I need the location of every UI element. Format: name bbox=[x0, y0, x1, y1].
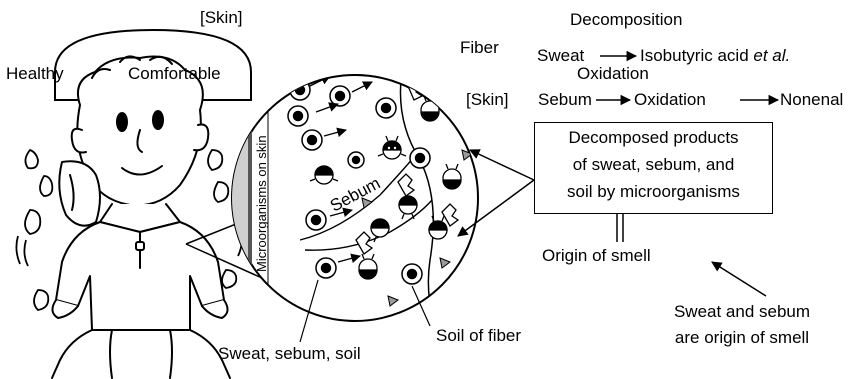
origin-connector bbox=[617, 214, 623, 242]
sweat-product-etal: et al. bbox=[753, 46, 790, 65]
comfortable-label: Comfortable bbox=[128, 64, 221, 84]
products-line-3: soil by microorganisms bbox=[535, 182, 772, 202]
man-figure bbox=[52, 56, 230, 378]
sebum-reactant: Sebum bbox=[538, 90, 592, 110]
products-line-1: Decomposed products bbox=[535, 128, 772, 148]
soil-of-fiber-label: Soil of fiber bbox=[436, 326, 521, 346]
nonenal-label: Nonenal bbox=[780, 90, 843, 110]
sebum-oxidation: Oxidation bbox=[634, 90, 706, 110]
sweat-reactant: Sweat bbox=[537, 46, 584, 66]
sweat-sebum-soil-label: Sweat, sebum, soil bbox=[218, 344, 361, 364]
oxidation-label-upper: Oxidation bbox=[577, 64, 649, 84]
origin-of-smell-label: Origin of smell bbox=[542, 246, 651, 266]
fiber-label: Fiber bbox=[460, 38, 499, 58]
sweat-product: Isobutyric acid et al. bbox=[640, 46, 790, 66]
skin-tag-helmet: [Skin] bbox=[200, 8, 243, 28]
decomposed-products-box: Decomposed products of sweat, sebum, and… bbox=[534, 122, 773, 214]
microorganisms-side-label: Microorganisms on skin bbox=[254, 135, 269, 272]
note-arrow bbox=[712, 262, 766, 296]
skin-label-reaction: [Skin] bbox=[466, 90, 509, 110]
sweat-product-main: Isobutyric acid bbox=[640, 46, 753, 65]
decomposition-label: Decomposition bbox=[570, 10, 682, 30]
smell-note-line-1: Sweat and sebum bbox=[652, 302, 832, 322]
healthy-label: Healthy bbox=[6, 64, 64, 84]
smell-note-line-2: are origin of smell bbox=[652, 328, 832, 348]
products-line-2: of sweat, sebum, and bbox=[535, 155, 772, 175]
